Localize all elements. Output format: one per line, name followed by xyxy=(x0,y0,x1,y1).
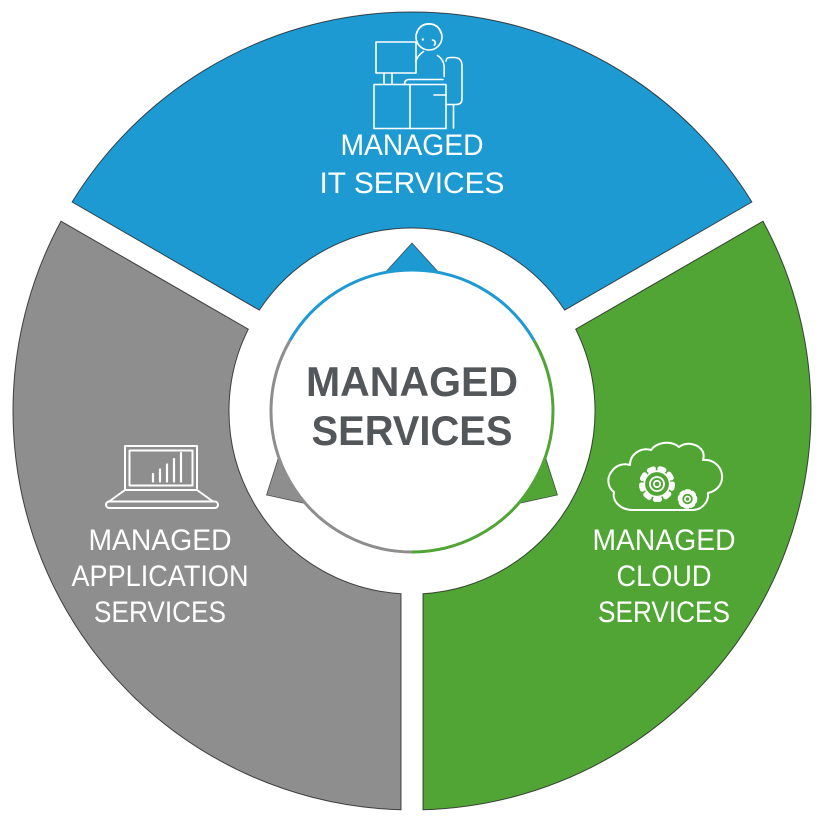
large-gear-teeth-icon xyxy=(639,466,675,502)
person-ear-icon xyxy=(431,39,437,46)
laptop-base-rim-icon xyxy=(105,500,219,509)
segment-managed-it-services: MANAGED IT SERVICES xyxy=(71,11,753,311)
hub-title-line2: SERVICES xyxy=(312,407,513,454)
person-forearm-icon xyxy=(403,78,444,86)
center-hub: MANAGED SERVICES xyxy=(265,242,559,554)
it-label-line1: MANAGED xyxy=(341,129,484,162)
hub-circle xyxy=(271,270,553,552)
application-label-line3: SERVICES xyxy=(94,596,226,629)
person-eye-icon xyxy=(421,38,424,41)
large-gear-hub-icon xyxy=(649,476,665,492)
person-at-desk-icon xyxy=(373,22,463,130)
cloud-label-line3: SERVICES xyxy=(598,596,730,629)
bar-chart-bars-icon xyxy=(151,451,183,483)
hub-arrow-top-icon xyxy=(384,242,440,274)
laptop-screen-inner-icon xyxy=(128,449,194,487)
person-upper-arm-icon xyxy=(436,54,446,78)
segment-managed-application-services: MANAGED APPLICATION SERVICES xyxy=(12,220,402,811)
large-gear-hole-icon xyxy=(652,479,662,489)
hub-arc-gray xyxy=(269,339,413,554)
segment-managed-cloud-services: MANAGED CLOUD SERVICES xyxy=(422,220,812,811)
it-label-line2: IT SERVICES xyxy=(320,167,505,200)
donut-segment-application xyxy=(12,220,402,811)
monitor-stand-icon xyxy=(383,72,393,85)
cloud-label-line2: CLOUD xyxy=(617,560,712,593)
application-label-line1: MANAGED xyxy=(89,524,232,557)
small-gear-teeth-icon xyxy=(677,489,698,509)
person-hair-icon xyxy=(415,22,442,35)
donut-segment-cloud xyxy=(422,220,812,811)
hub-arc-green xyxy=(411,339,555,554)
chair-back-icon xyxy=(445,56,463,106)
small-gear-ring-icon xyxy=(680,492,695,506)
cloud-label-line1: MANAGED xyxy=(593,524,736,557)
large-gear-icon xyxy=(639,466,675,502)
donut-segment-it xyxy=(71,11,753,311)
small-gear-hole-icon xyxy=(684,495,691,503)
application-label-line2: APPLICATION xyxy=(72,560,249,593)
hub-title-line1: MANAGED xyxy=(306,358,518,405)
cloud-gears-icon xyxy=(607,441,724,511)
small-gear-icon xyxy=(677,489,698,509)
large-gear-ring-icon xyxy=(643,470,671,498)
monitor-icon xyxy=(375,41,417,74)
hub-arc-blue xyxy=(288,268,536,342)
laptop-bar-chart-icon xyxy=(105,445,219,509)
cloud-outline-icon xyxy=(607,441,724,511)
person-chest-icon xyxy=(415,50,425,63)
